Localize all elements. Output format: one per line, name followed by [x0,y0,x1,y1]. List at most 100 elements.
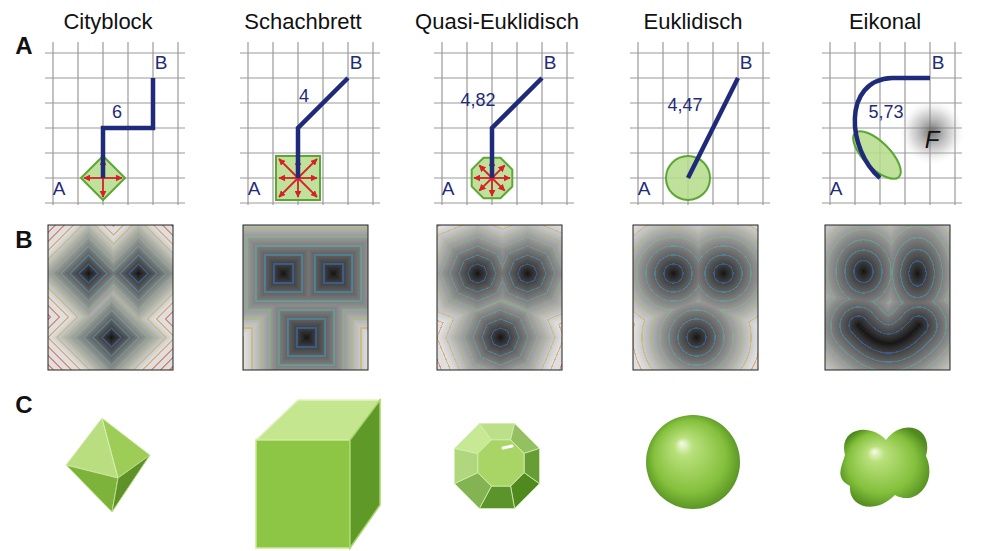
step-arrow [298,159,317,178]
art-stroke [630,127,770,128]
art-stroke [66,465,118,512]
grid [45,42,185,205]
art-stroke [566,42,567,205]
art-stroke [516,42,517,205]
path-length: 6 [112,103,122,121]
art-stroke [630,202,770,203]
art-stroke [240,77,380,78]
art-stroke [240,177,380,178]
art-stroke [66,400,929,548]
facet [455,448,478,483]
grid [434,42,574,205]
art-stroke [347,42,348,205]
point-label: A [638,179,651,198]
shortest-path [298,78,348,178]
art-stroke [372,42,373,205]
art-stroke [840,427,929,506]
art-stroke [434,102,574,103]
art-stroke [45,77,185,78]
point-label: A [442,179,455,198]
point-label: B [350,53,363,72]
panel-letter: B [15,228,32,252]
column-title: Schachbrett [244,11,361,33]
art-stroke [297,42,298,205]
point-label: A [248,179,261,198]
path-length: 4 [299,87,309,105]
facet [524,448,539,483]
grid [822,42,966,205]
step-arrow [84,177,103,179]
art-stroke [45,177,185,178]
shortest-path [688,78,738,178]
column-title: Quasi-Euklidisch [415,11,579,33]
art-stroke [45,42,966,205]
distance-field [825,225,950,370]
field-frame [437,225,562,370]
path-length: 4,82 [460,91,495,109]
art-stroke [822,202,962,203]
art-stroke [350,400,380,548]
speed-field-blob [898,98,966,166]
art-stroke [272,42,273,205]
art-stroke [466,42,467,205]
art-stroke [646,415,740,509]
art-stroke [434,127,574,128]
art-stroke [434,77,574,78]
step-arrow [279,159,298,178]
point-label: A [53,179,66,198]
point-label: A [830,179,843,198]
point-label: B [932,53,945,72]
art-stroke [455,424,540,509]
step-arrow [492,178,505,191]
panel-letter: C [15,393,32,417]
grid [630,42,770,205]
column-title: Cityblock [63,11,152,33]
distance-field [48,225,173,370]
field-frame [243,225,368,370]
distance-field [633,225,758,370]
grid [240,42,380,205]
speed-label: F [925,128,940,152]
highlight [503,446,512,448]
facet [478,440,524,486]
art-stroke [434,152,574,153]
art-stroke [879,42,880,205]
art-stroke [434,177,574,178]
step-arrow [479,178,492,191]
step-arrow [103,177,122,179]
art-stroke [737,42,738,205]
art-stroke [491,42,492,205]
step-arrow [279,177,298,179]
art-stroke [48,225,950,370]
art-stroke [112,455,150,512]
art-stroke [240,152,380,153]
art-stroke [45,202,185,203]
art-stroke [81,124,908,200]
field-frame [633,225,758,370]
step-arrow [474,177,492,179]
art-stroke [102,418,150,478]
step-arrow [279,178,298,197]
column-title: Euklidisch [643,11,742,33]
art-stroke [240,202,380,203]
facet [479,424,514,440]
art-stroke [322,42,323,205]
art-stroke [762,42,763,205]
art-stroke [630,77,770,78]
step-arrow [492,177,510,179]
art-stroke [77,42,78,205]
art-stroke [256,440,350,548]
field-frame [825,225,950,370]
shortest-path [492,78,542,178]
column-title: Eikonal [849,11,921,33]
step-arrow [491,178,493,196]
art-stroke [434,202,574,203]
art-stroke [541,42,542,205]
art-stroke [45,152,185,153]
art-stroke [127,42,128,205]
step-arrow [298,178,317,197]
art-stroke [662,42,663,205]
